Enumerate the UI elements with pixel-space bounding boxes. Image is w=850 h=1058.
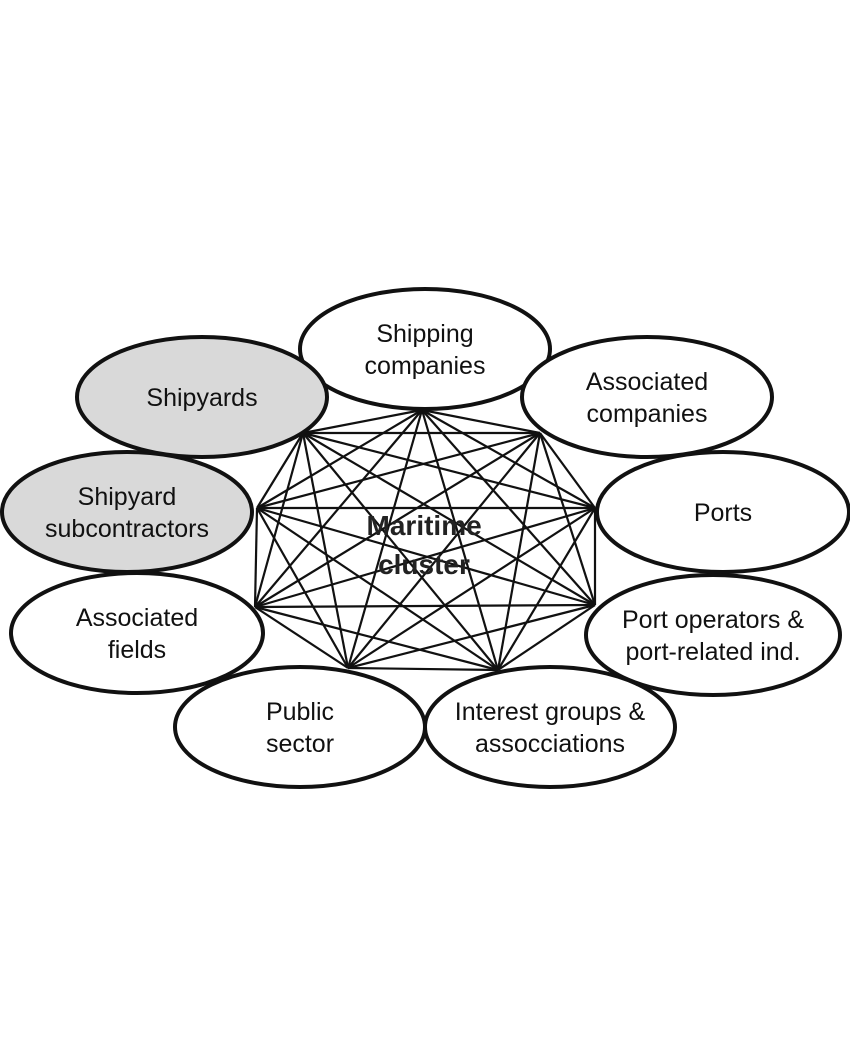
center-title-line-1: Maritime bbox=[367, 510, 482, 541]
node-ellipse bbox=[9, 571, 265, 695]
edge-ports-associated-fields bbox=[254, 506, 596, 609]
edge-associated-fields-shipyard-subcontractors bbox=[253, 507, 259, 608]
edge-interest-groups-shipyards bbox=[302, 432, 499, 671]
node-label-line: companies bbox=[365, 352, 486, 380]
edge-shipping-companies-shipyards bbox=[302, 408, 423, 435]
node-label: Associated companies bbox=[586, 368, 708, 428]
node-ellipse bbox=[75, 335, 329, 459]
node-public-sector: Public sector bbox=[173, 665, 427, 789]
edge-port-operators-shipyard-subcontractors bbox=[256, 506, 596, 607]
edge-associated-companies-shipyard-subcontractors bbox=[256, 431, 541, 510]
node-ellipse bbox=[520, 335, 774, 459]
node-label: Associated fields bbox=[76, 604, 198, 664]
node-label-line: Shipyards bbox=[146, 384, 257, 412]
edge-shipyard-subcontractors-shipyards bbox=[256, 432, 304, 509]
edge-associated-companies-associated-fields bbox=[254, 432, 541, 608]
node-ellipse bbox=[595, 450, 850, 574]
node-ellipse bbox=[173, 665, 427, 789]
node-label-line: Ports bbox=[694, 499, 752, 527]
edge-associated-companies-public-sector bbox=[347, 432, 541, 669]
node-port-operators: Port operators & port-related ind. bbox=[584, 573, 842, 697]
node-shipyard-subcontractors: Shipyard subcontractors bbox=[0, 450, 254, 574]
node-label-line: Port operators & bbox=[622, 606, 804, 634]
node-shipyards: Shipyards bbox=[75, 335, 329, 459]
node-associated-fields: Associated fields bbox=[9, 571, 265, 695]
node-label-line: Shipping bbox=[376, 320, 473, 348]
edge-ports-shipyards bbox=[302, 431, 596, 510]
node-label: Shipyard subcontractors bbox=[45, 483, 209, 543]
edge-shipping-companies-ports bbox=[421, 409, 596, 509]
node-label-line: subcontractors bbox=[45, 515, 209, 543]
node-ellipse bbox=[423, 665, 677, 789]
edge-associated-companies-ports bbox=[539, 432, 596, 509]
edge-interest-groups-shipyard-subcontractors bbox=[256, 507, 499, 671]
node-label-line: fields bbox=[108, 636, 166, 664]
node-label-line: Public bbox=[266, 698, 334, 726]
edge-public-sector-shipyards bbox=[301, 432, 350, 669]
edge-associated-companies-port-operators bbox=[538, 432, 597, 606]
edge-shipping-companies-interest-groups bbox=[420, 409, 500, 671]
edge-shipping-companies-public-sector bbox=[346, 409, 424, 669]
node-associated-companies: Associated companies bbox=[520, 335, 774, 459]
edge-associated-companies-interest-groups bbox=[496, 432, 542, 671]
center-title-line-2: cluster bbox=[378, 549, 470, 580]
node-ellipse bbox=[0, 450, 254, 574]
edge-port-operators-shipyards bbox=[302, 432, 596, 606]
edge-ports-interest-groups bbox=[497, 507, 596, 671]
node-label-line: sector bbox=[266, 730, 334, 758]
edge-associated-fields-shipyards bbox=[253, 432, 305, 608]
node-label-line: Interest groups & bbox=[455, 698, 646, 726]
node-shipping-companies: Shipping companies bbox=[298, 287, 552, 411]
edge-public-sector-associated-fields bbox=[254, 606, 349, 669]
node-label-line: Associated bbox=[586, 368, 708, 396]
node-ellipse bbox=[584, 573, 842, 697]
node-label: Shipping companies bbox=[365, 320, 486, 380]
edge-interest-groups-public-sector bbox=[347, 666, 499, 672]
edge-shipping-companies-shipyard-subcontractors bbox=[256, 409, 423, 509]
edge-interest-groups-associated-fields bbox=[254, 605, 499, 672]
node-label-line: port-related ind. bbox=[625, 638, 800, 666]
node-interest-groups: Interest groups & assocciations bbox=[423, 665, 677, 789]
node-label: Port operators & port-related ind. bbox=[622, 606, 804, 666]
node-label-line: Associated bbox=[76, 604, 198, 632]
node-label-line: assocciations bbox=[475, 730, 625, 758]
center-title: Maritime cluster bbox=[367, 510, 490, 580]
node-label-line: Shipyard bbox=[78, 483, 177, 511]
node-label: Ports bbox=[694, 499, 752, 527]
connection-lines bbox=[253, 408, 597, 672]
edge-port-operators-interest-groups bbox=[497, 604, 596, 671]
node-label: Interest groups & assocciations bbox=[455, 698, 646, 758]
edge-shipping-companies-associated-companies bbox=[421, 408, 541, 435]
node-label: Shipyards bbox=[146, 384, 257, 412]
node-ellipse bbox=[298, 287, 552, 411]
edge-port-operators-associated-fields bbox=[254, 603, 596, 609]
node-label: Public sector bbox=[266, 698, 334, 758]
edge-public-sector-shipyard-subcontractors bbox=[256, 507, 349, 669]
node-ports: Ports bbox=[595, 450, 850, 574]
node-label-line: companies bbox=[587, 400, 708, 428]
